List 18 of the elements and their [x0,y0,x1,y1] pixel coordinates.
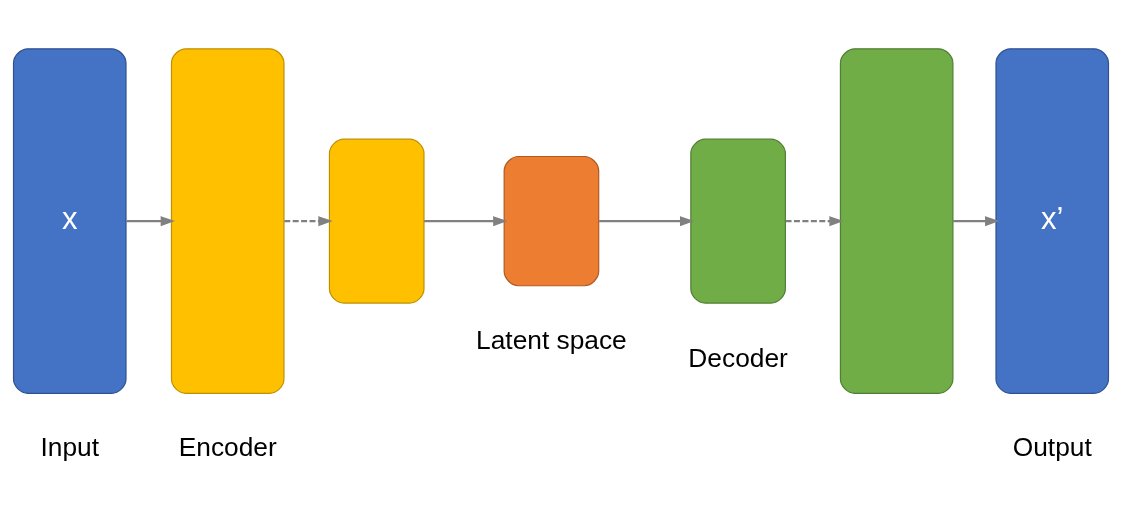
arrow [284,216,333,227]
arrow [785,216,844,227]
node-box: x’ [995,48,1110,395]
node-box [839,48,954,395]
node-box [503,155,600,287]
arrow [126,216,176,227]
label: Latent space [476,324,627,355]
label: Input [40,432,100,463]
node-box [328,138,425,304]
arrow [424,216,508,227]
label: Encoder [178,432,277,463]
label: Decoder [688,342,788,373]
label: Output [1012,432,1092,463]
node-box: x [12,48,127,395]
node-box [170,48,285,395]
node-box [690,138,786,304]
arrow [599,216,695,227]
arrow [953,216,1000,227]
